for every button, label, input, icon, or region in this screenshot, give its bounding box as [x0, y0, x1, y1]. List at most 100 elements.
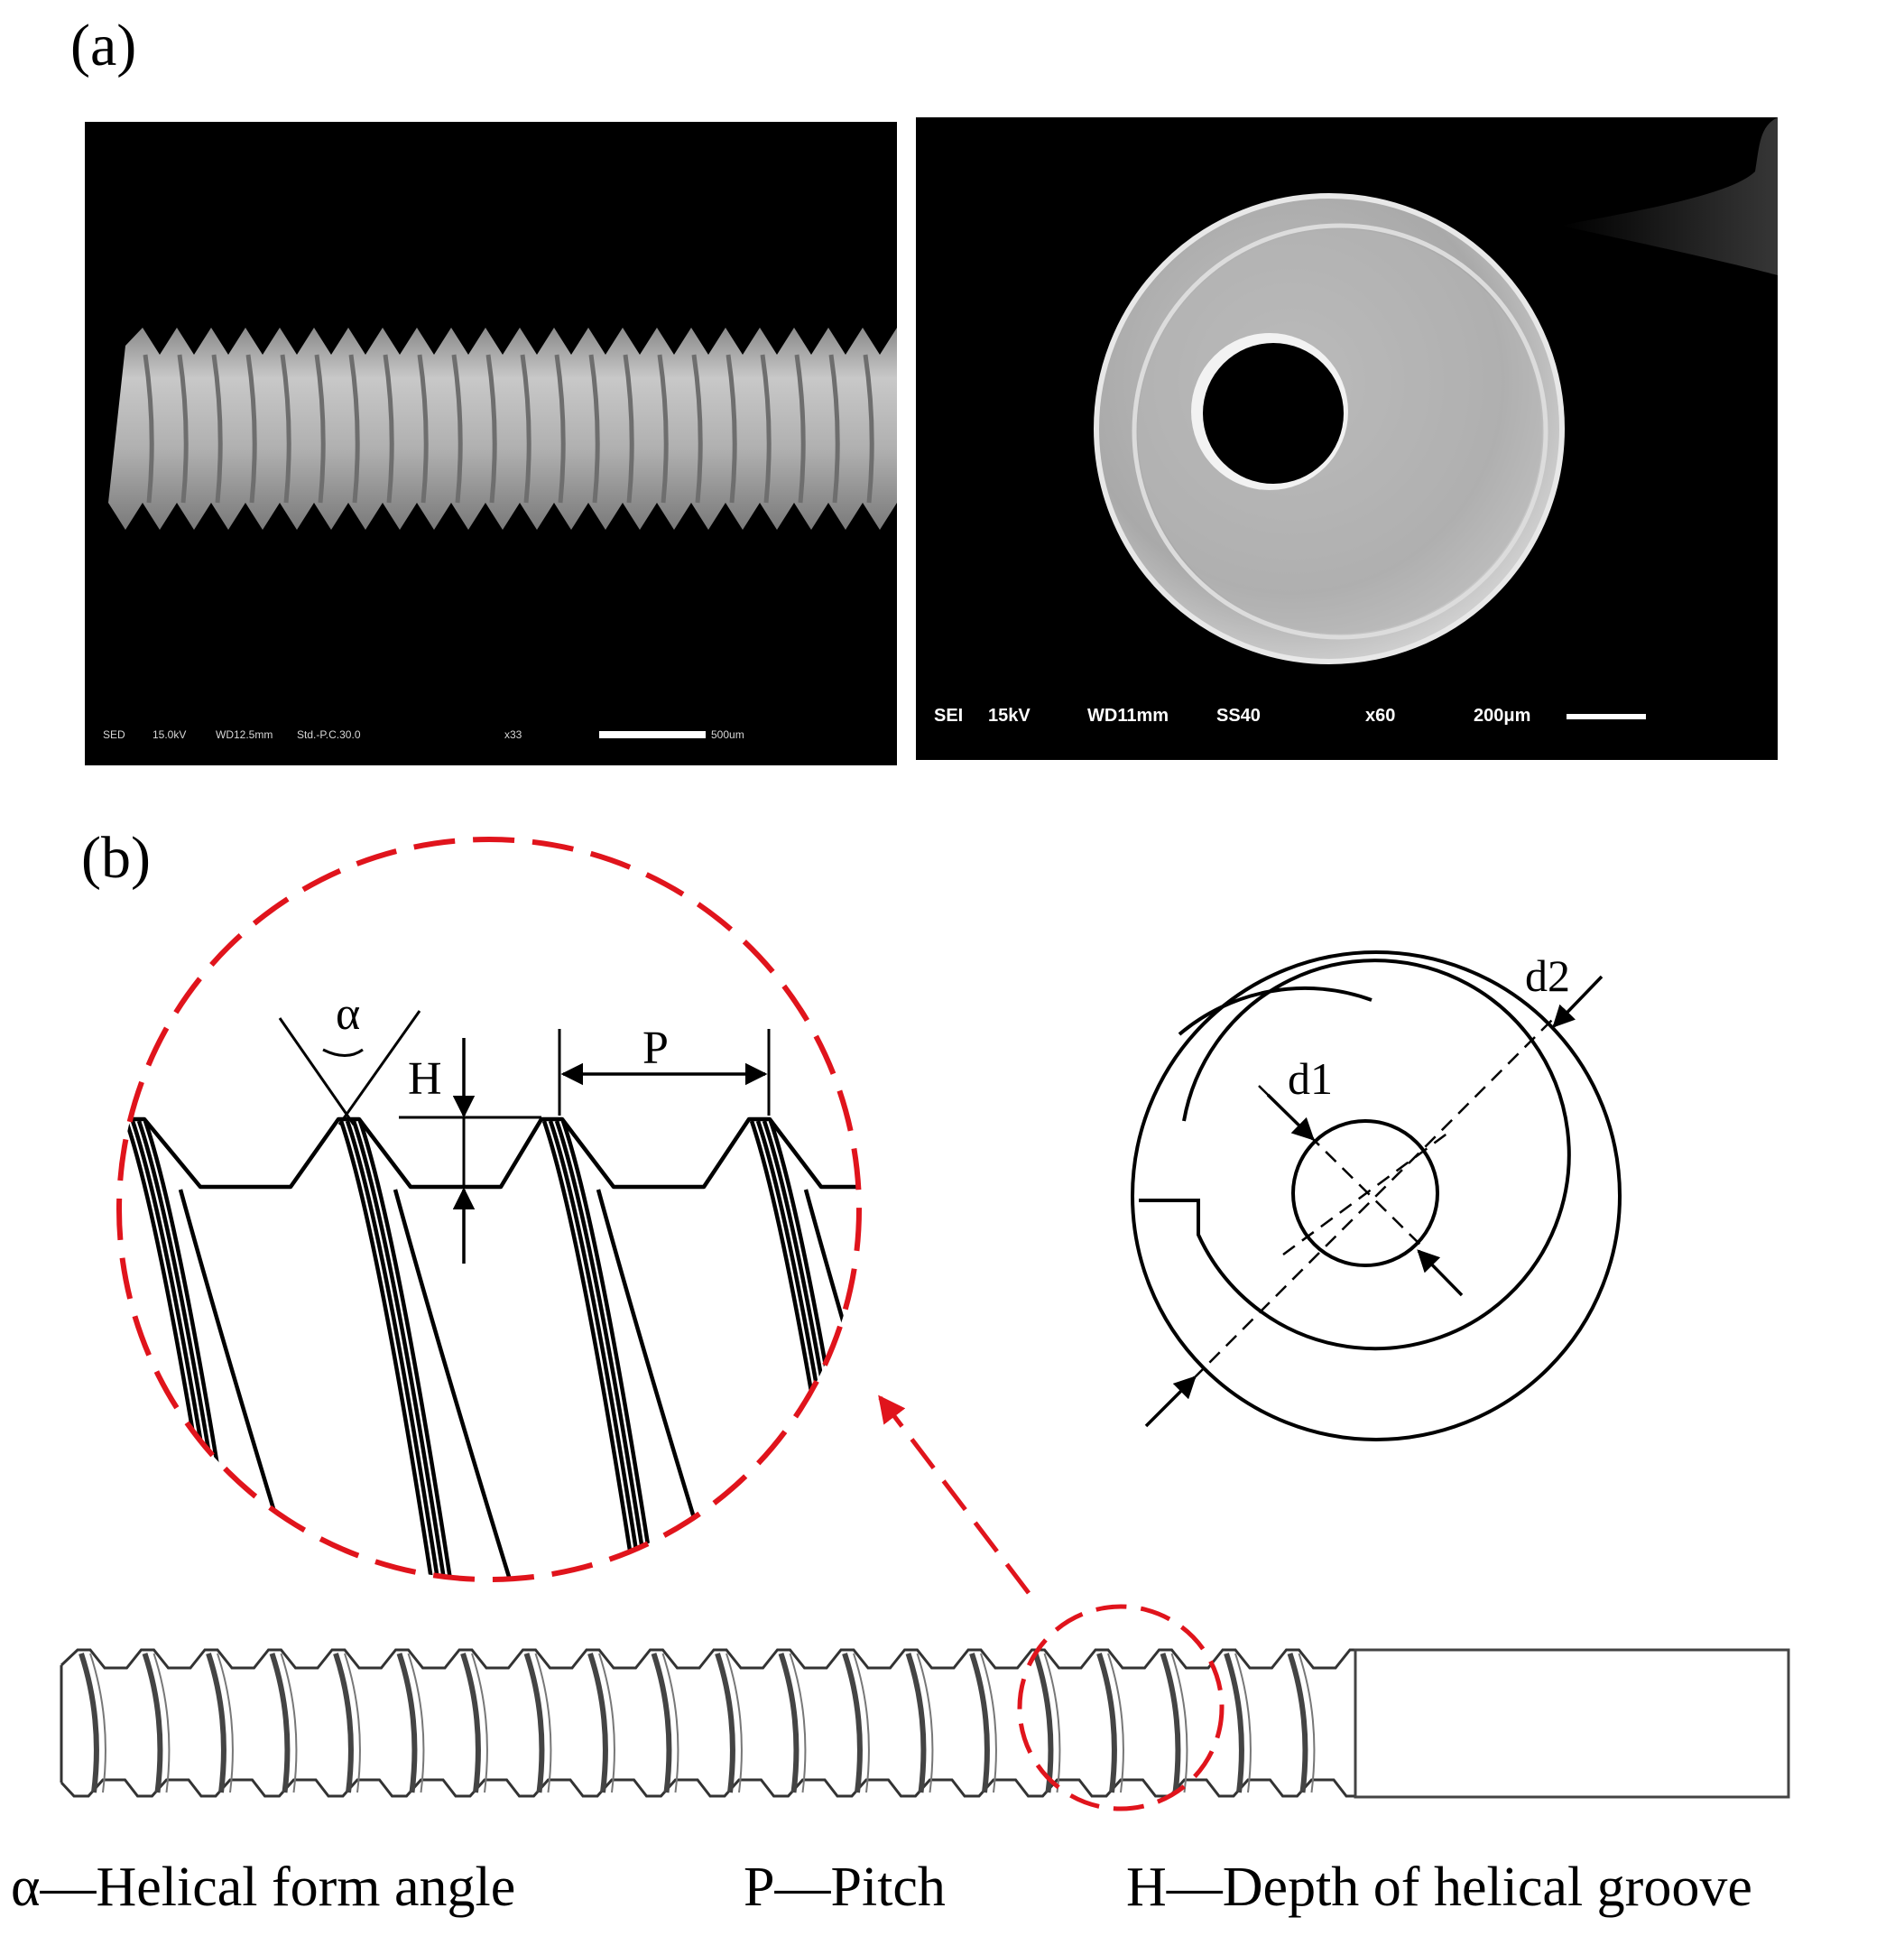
rod-groove	[177, 354, 189, 504]
sem-left-scale: 500um	[711, 728, 744, 741]
rod-thread-crest	[905, 1653, 927, 1793]
sem-right-scale-bar	[1567, 713, 1646, 719]
rod-thread-flank	[344, 1653, 361, 1793]
rod-groove	[245, 354, 257, 504]
rod-thread-crest	[396, 1653, 418, 1793]
rod-groove	[794, 354, 806, 504]
rod-thread-crest	[1287, 1653, 1308, 1793]
rod-thread-flank	[407, 1653, 425, 1793]
crest-flank-line	[124, 1120, 219, 1579]
rod-thread-crest	[587, 1653, 608, 1793]
rod-thread-flank	[534, 1653, 552, 1793]
threaded-rod-full	[60, 1648, 1415, 1798]
rod-groove	[691, 354, 703, 504]
sem-right-scale: 200μm	[1474, 706, 1531, 726]
sem-left-voltage: 15.0kV	[153, 728, 187, 741]
thread-flank-lines	[124, 1120, 859, 1579]
d2-arrow-top	[1552, 975, 1604, 1028]
sem-left-scale-bar	[599, 731, 706, 738]
alpha-arc	[322, 1048, 364, 1057]
rod-thread-flank	[980, 1653, 997, 1793]
rod-groove	[657, 354, 669, 504]
crest-flank-line	[548, 1120, 643, 1579]
sem-left-info-bar: SED 15.0kV WD12.5mm Std.-P.C.30.0 x33 50…	[103, 728, 744, 741]
rod-thread-flank	[1107, 1653, 1124, 1793]
rod-thread-flank	[598, 1653, 615, 1793]
rod-thread-flank	[89, 1653, 106, 1793]
rod-thread-flank	[1043, 1653, 1061, 1793]
zoom-detail	[119, 1116, 859, 1579]
rod-thread-crest	[715, 1653, 735, 1793]
d2-label: d2	[1525, 950, 1570, 1001]
h-label: H	[408, 1053, 442, 1105]
end-view-outer-circle	[1131, 950, 1622, 1441]
root-flank-line	[803, 1189, 859, 1579]
rod-groove	[451, 354, 463, 504]
rod-groove	[348, 354, 360, 504]
sem-left-wd: WD12.5mm	[216, 728, 273, 741]
rod-thread-flank	[280, 1653, 298, 1793]
sem-right-voltage: 15kV	[988, 706, 1031, 726]
rod-groove	[828, 354, 840, 504]
rod-thread-crest	[460, 1653, 481, 1793]
rod-thread-crest	[969, 1653, 990, 1793]
rod-thread-crest	[842, 1653, 863, 1793]
rod-thread-flank	[217, 1653, 234, 1793]
d1-center-line	[1258, 1085, 1427, 1251]
rod-thread-crest	[333, 1653, 354, 1793]
rod-groove	[485, 354, 497, 504]
rod-thread-flank	[153, 1653, 171, 1793]
rod-thread-crest	[523, 1653, 545, 1793]
rod-thread-flank	[1234, 1653, 1252, 1793]
legend-pitch: P—Pitch	[744, 1857, 946, 1918]
rod-groove	[554, 354, 566, 504]
d2-arrow-bottom	[1144, 1376, 1197, 1428]
rod-top-profile	[60, 1648, 1415, 1670]
sem-right-info-bar: SEI 15kV WD11mm SS40 x60 200μm	[934, 706, 1646, 727]
d1-cross-line	[1282, 1131, 1449, 1256]
legend-depth: H—Depth of helical groove	[1126, 1857, 1752, 1918]
rod-thread-crest	[1224, 1653, 1244, 1793]
zoom-pointer-arrow	[878, 1394, 1031, 1595]
rod-groove	[726, 354, 737, 504]
rod-thread-crest	[1160, 1653, 1181, 1793]
disc-step	[1132, 223, 1548, 640]
rod-thread-flank	[853, 1653, 870, 1793]
thread-profile	[119, 1116, 859, 1190]
root-flank-line	[393, 1189, 515, 1579]
sem-right-magnification: x60	[1365, 706, 1396, 726]
end-view	[1131, 950, 1622, 1441]
rod-thread-flank	[1170, 1653, 1188, 1793]
crest-flank-line	[554, 1120, 650, 1579]
sem-left-detector: SED	[103, 728, 125, 741]
rod-thread-crest	[1032, 1653, 1054, 1793]
crest-flank-line	[351, 1120, 447, 1579]
crest-flank-line	[345, 1120, 440, 1579]
rod-thread-crest	[79, 1653, 99, 1793]
panel-b-label: (b)	[81, 825, 151, 891]
center-hole	[1203, 343, 1344, 484]
sem-left-magnification: x33	[504, 728, 522, 741]
p-label: P	[642, 1023, 669, 1074]
rod-groove	[417, 354, 429, 504]
legend-alpha: α—Helical form angle	[11, 1857, 516, 1918]
rod-groove	[760, 354, 772, 504]
rod-thread-flank	[471, 1653, 488, 1793]
end-view-inner-circle	[1291, 1119, 1439, 1267]
sem-right-detector: SEI	[934, 706, 964, 726]
panel-a-label: (a)	[70, 13, 137, 79]
rod-groove	[314, 354, 326, 504]
sem-right-wd: WD11mm	[1087, 706, 1169, 726]
d1-label: d1	[1288, 1053, 1333, 1104]
rod-thread-crest	[142, 1653, 163, 1793]
cross-section-micrograph	[1094, 117, 1778, 664]
edge-glare	[1561, 117, 1778, 275]
alpha-line-left	[278, 1017, 356, 1125]
d1-arrow-top	[1266, 1093, 1315, 1141]
rod-groove	[383, 354, 394, 504]
sem-image-cross-section: SEI 15kV WD11mm SS40 x60 200μm	[916, 117, 1778, 760]
sem-left-mode: Std.-P.C.30.0	[297, 728, 361, 741]
alpha-label: α	[336, 988, 360, 1040]
rod-thread-flank	[789, 1653, 807, 1793]
